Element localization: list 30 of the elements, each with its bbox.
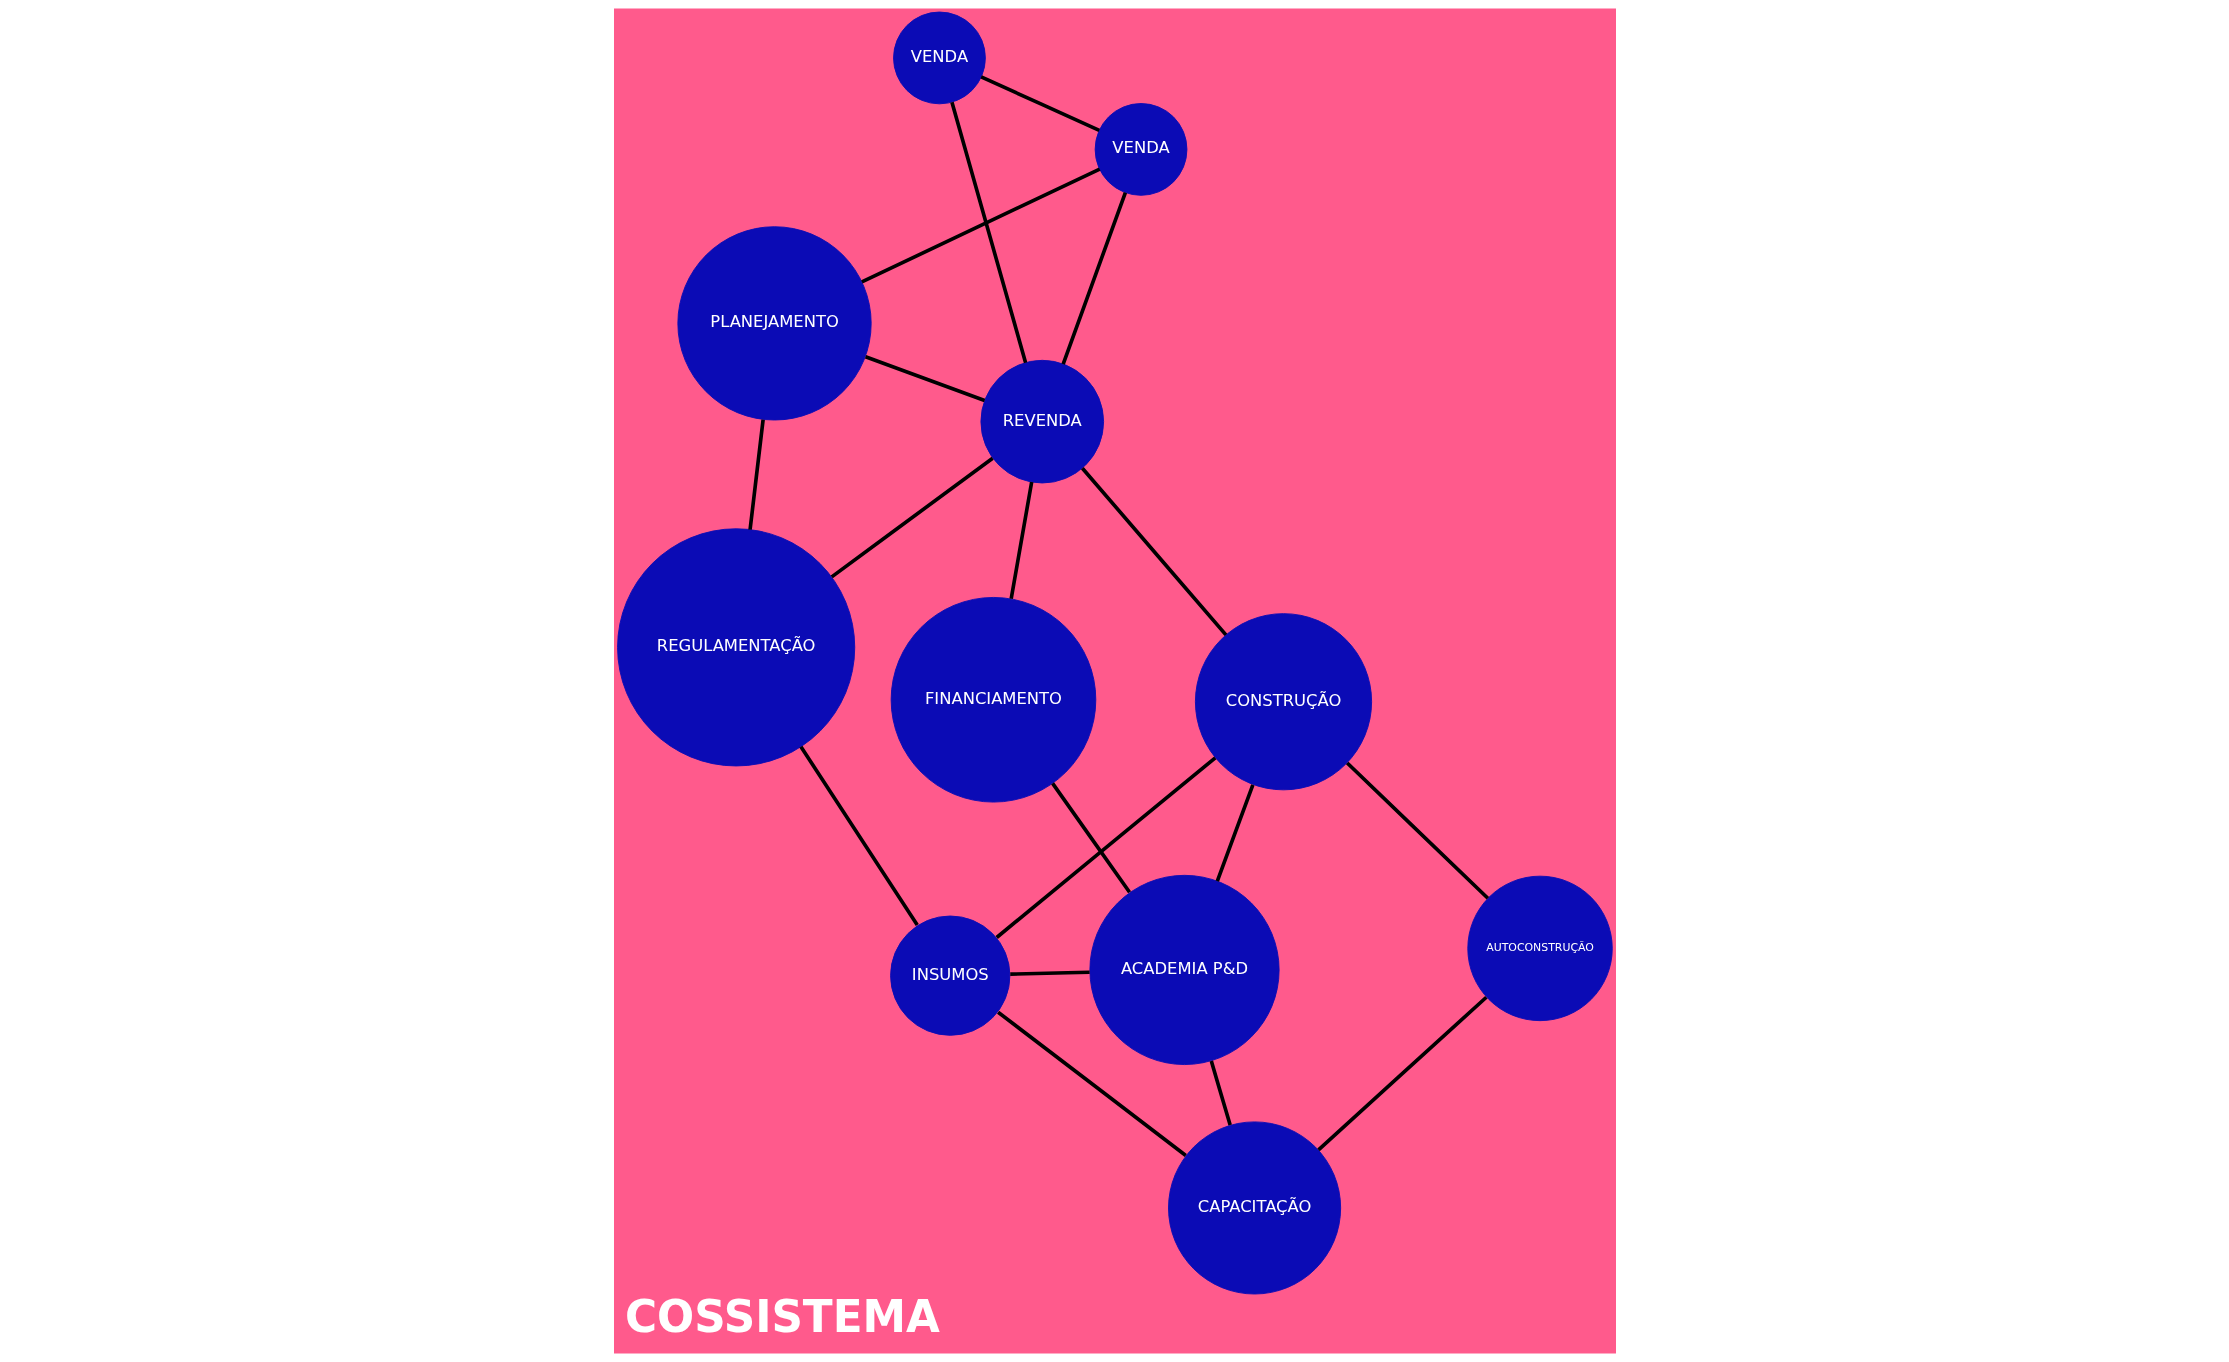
diagram-title: COSSISTEMA: [624, 1290, 940, 1342]
connector: [1080, 467, 1227, 637]
node-circle: REVENDA: [979, 359, 1104, 484]
node-circle: VENDA: [1094, 103, 1187, 196]
node-circle: FINANCIAMENTO: [890, 596, 1096, 803]
connector: [979, 75, 1100, 133]
connector: [1009, 970, 1090, 976]
node-circle: ACADEMIA P&D: [1088, 874, 1280, 1065]
node-circle: VENDA: [892, 11, 986, 105]
connector: [1316, 995, 1488, 1152]
connector: [949, 101, 1027, 364]
connector: [1060, 191, 1127, 365]
connector: [798, 745, 919, 927]
connector: [864, 355, 985, 403]
connector: [995, 756, 1216, 939]
connector: [1345, 761, 1489, 900]
connector: [1050, 782, 1131, 894]
connector: [996, 1010, 1187, 1157]
connector: [747, 419, 765, 530]
connector: [860, 167, 1100, 284]
node-circle: AUTOCONSTRUÇÃO: [1466, 875, 1613, 1022]
node-circle: CONSTRUÇÃO: [1194, 613, 1372, 791]
connector: [1215, 784, 1255, 882]
connector: [830, 456, 994, 579]
node-circle: INSUMOS: [889, 915, 1010, 1036]
node-circle: CAPACITAÇÃO: [1167, 1121, 1341, 1295]
connector: [1008, 481, 1033, 600]
connector: [1209, 1060, 1232, 1126]
node-circle: REGULAMENTAÇÃO: [616, 528, 855, 767]
node-circle: PLANEJAMENTO: [676, 226, 872, 421]
